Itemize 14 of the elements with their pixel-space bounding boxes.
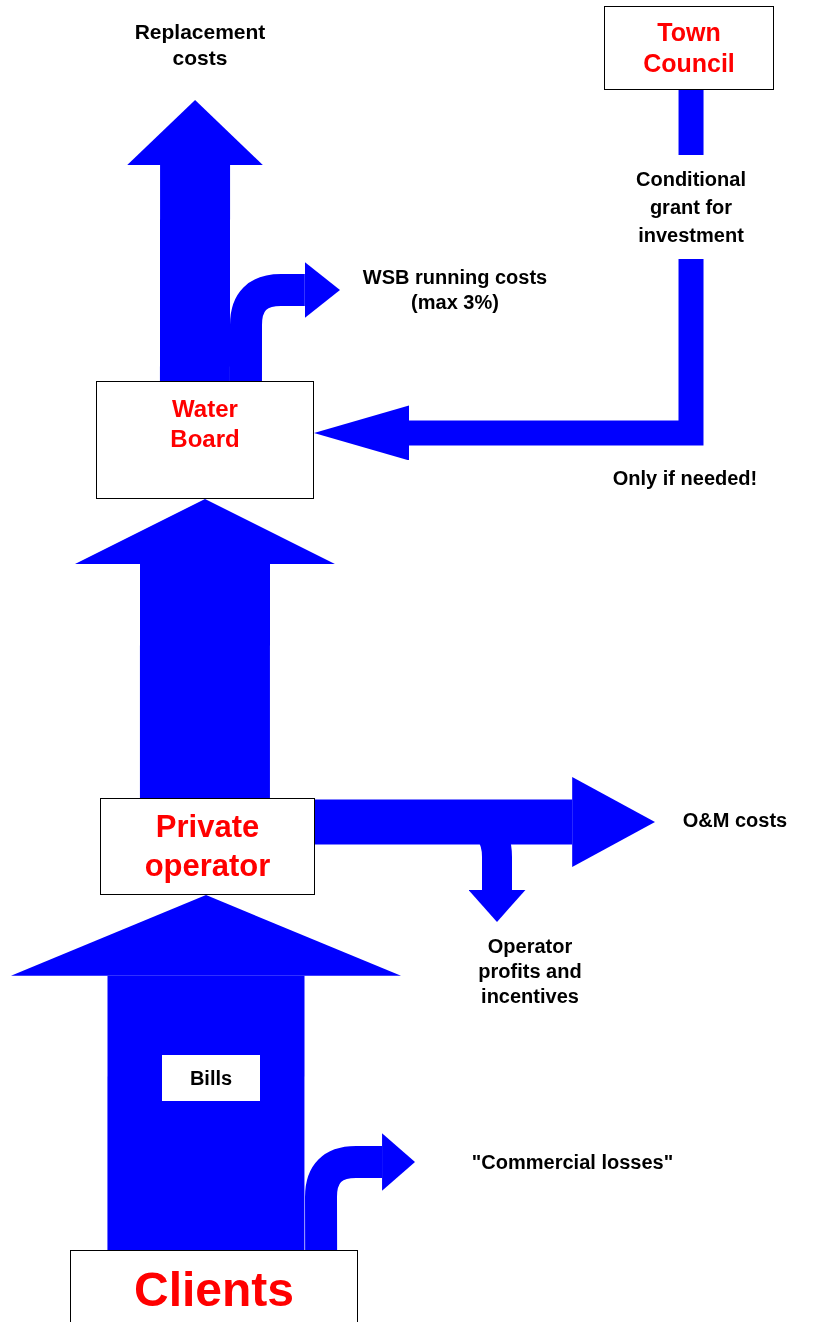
entity-box: Water Board (96, 381, 314, 499)
edge-label: Bills (162, 1055, 260, 1101)
note-text: Only if needed! (611, 466, 759, 491)
block-arrow (10, 895, 401, 1250)
text-label: Operator profits and incentives (455, 922, 605, 1027)
entity-box: Town Council (604, 6, 774, 90)
entity-box: Clients (70, 1250, 358, 1322)
text-label: "Commercial losses" (415, 1142, 730, 1182)
block-arrow (127, 100, 263, 381)
text-label: Replacement costs (105, 15, 295, 100)
entity-box: Private operator (100, 798, 315, 895)
block-arrow (315, 777, 655, 867)
text-label: WSB running costs (max 3%) (340, 258, 570, 322)
text-label: O&M costs (655, 800, 815, 840)
